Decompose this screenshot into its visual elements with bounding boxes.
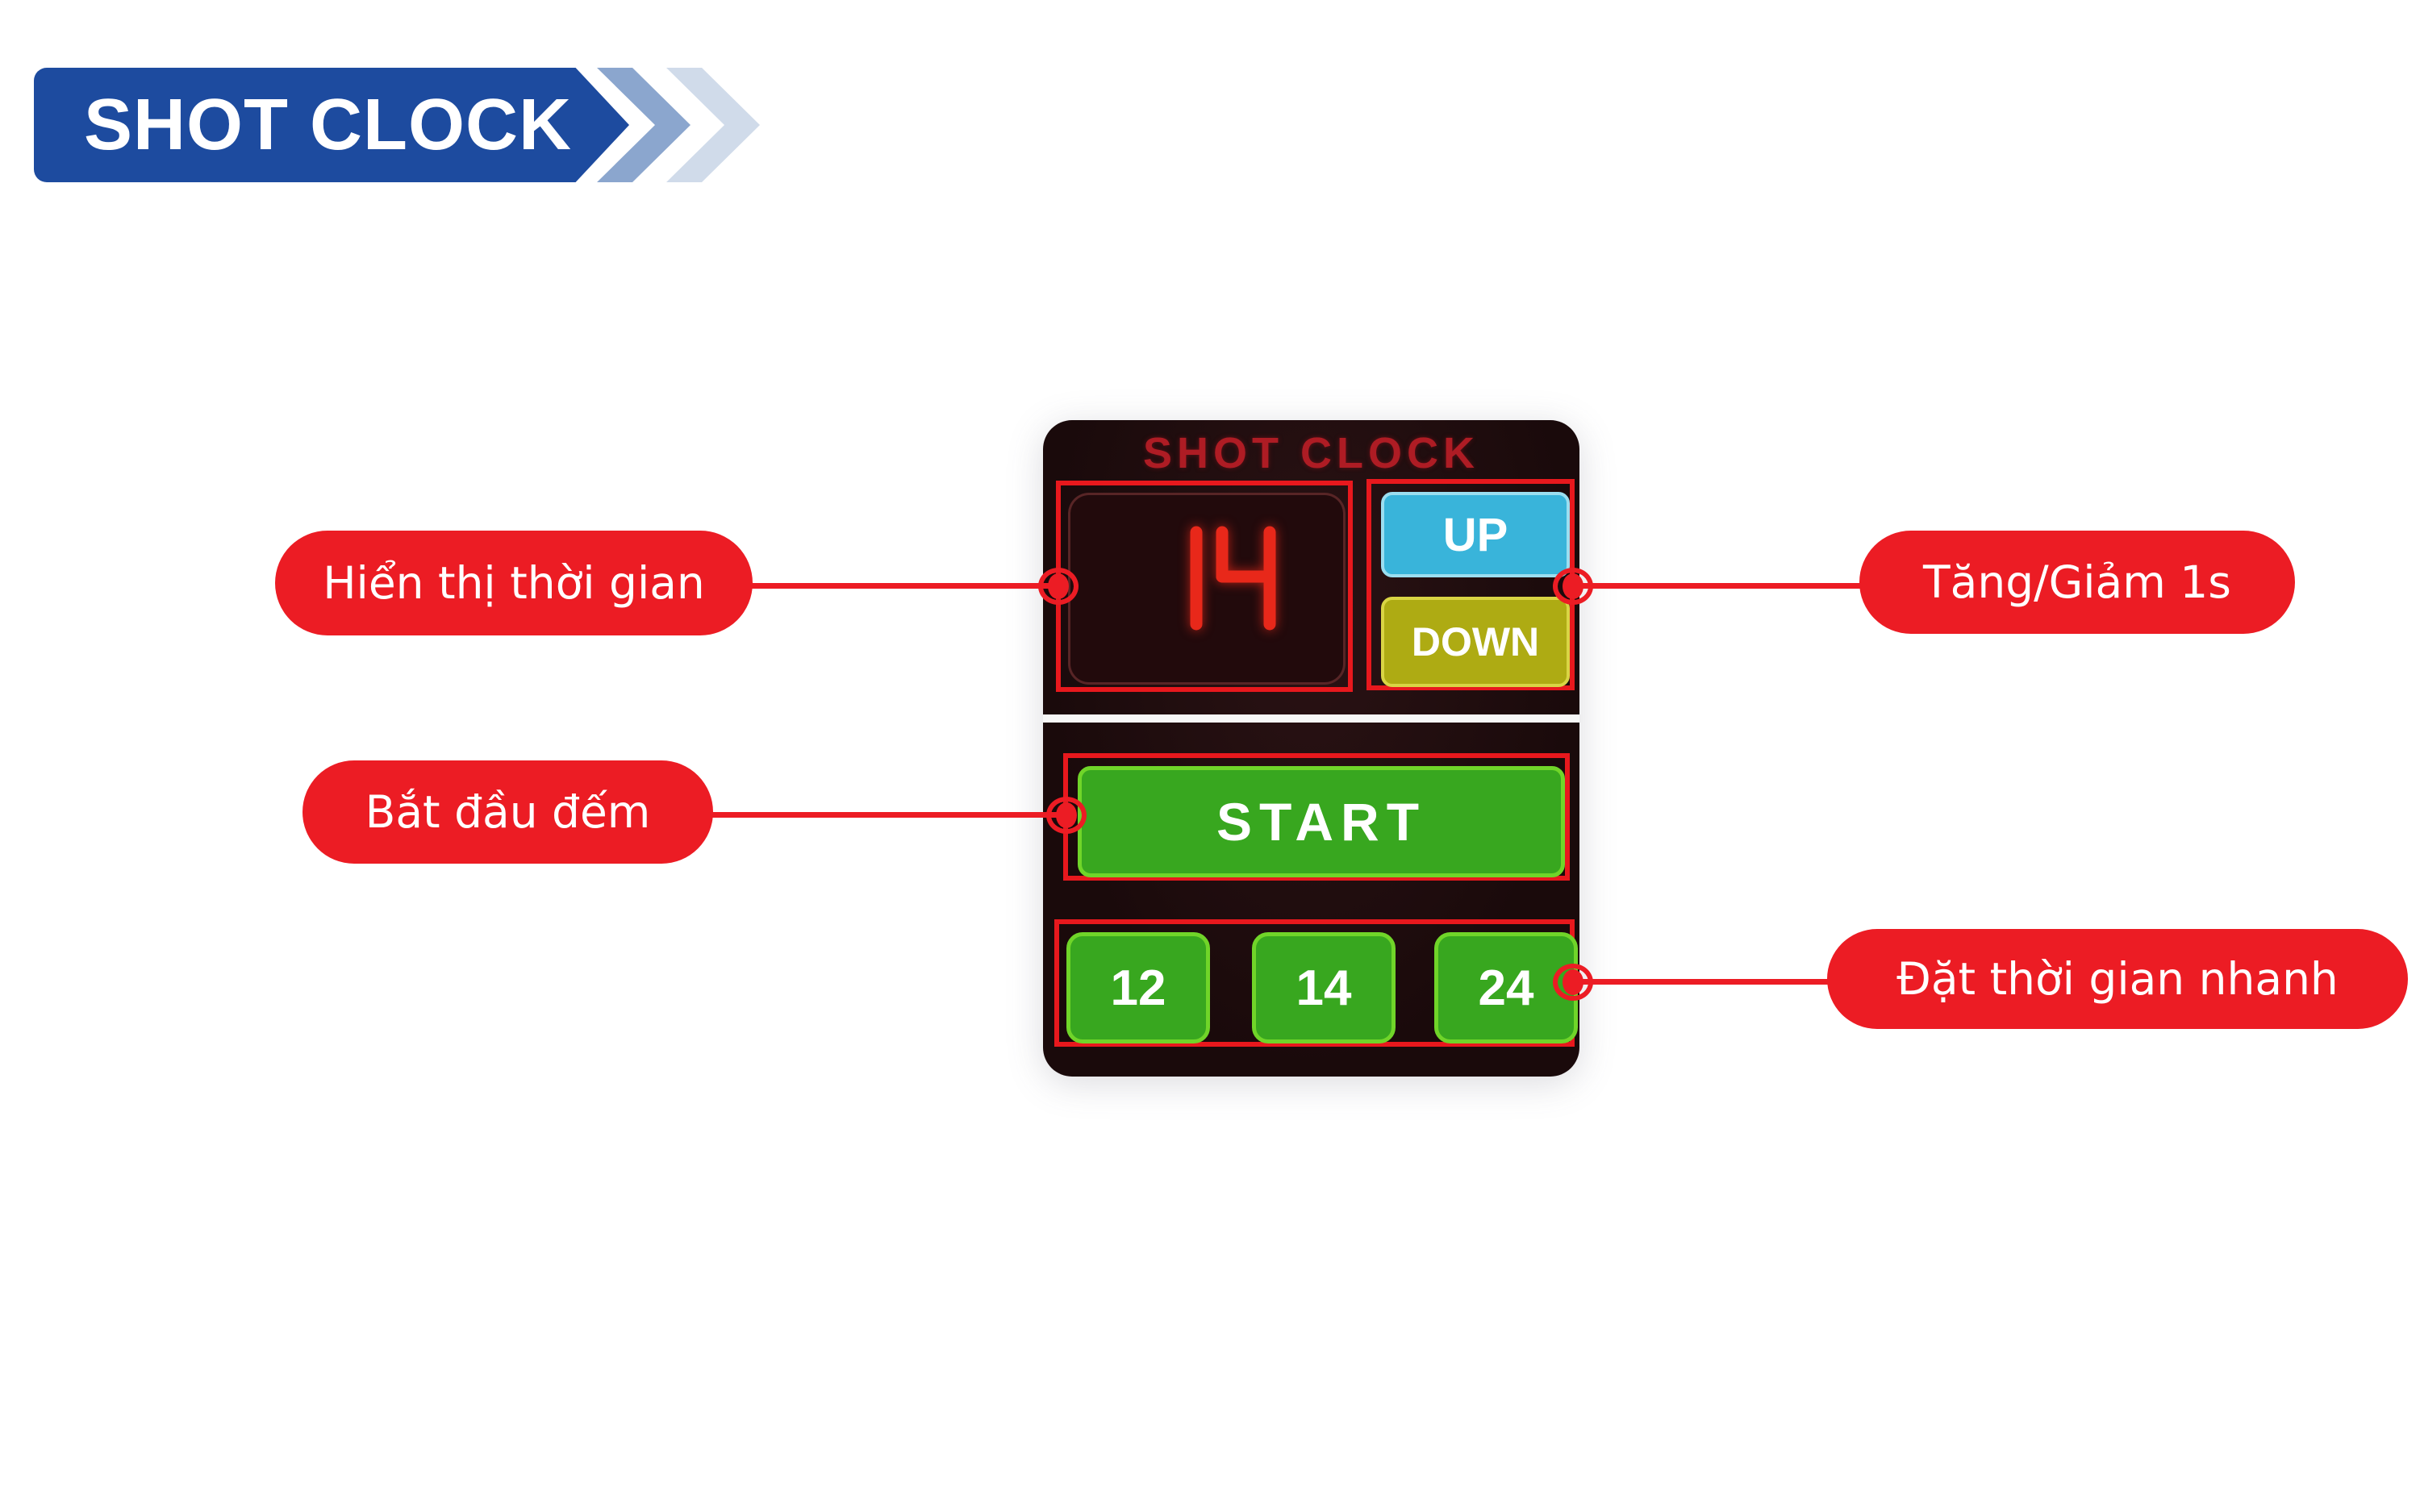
start-button[interactable]: START bbox=[1078, 766, 1565, 877]
connector-dot-presets bbox=[1553, 964, 1593, 1001]
banner-title: SHOT CLOCK bbox=[84, 84, 572, 165]
seven-segment-digits bbox=[1190, 526, 1276, 631]
preset-24-button[interactable]: 24 bbox=[1434, 932, 1578, 1043]
time-display-value: 14 bbox=[1070, 495, 1071, 496]
display-annotation-frame: 14 bbox=[1056, 481, 1353, 692]
connector-dot-inner bbox=[1056, 802, 1077, 828]
callout-presets-label: Đặt thời gian nhanh bbox=[1827, 929, 2408, 1029]
connector-dot-start bbox=[1046, 797, 1087, 834]
callout-display-label: Hiển thị thời gian bbox=[275, 531, 753, 635]
connector-line-start bbox=[700, 812, 1068, 818]
connector-line-updown bbox=[1573, 583, 1865, 589]
section-divider bbox=[1043, 714, 1579, 723]
callout-start-label: Bắt đầu đếm bbox=[302, 760, 713, 864]
preset-14-button[interactable]: 14 bbox=[1252, 932, 1396, 1043]
connector-dot-inner bbox=[1563, 969, 1583, 995]
start-annotation-frame: START bbox=[1063, 753, 1570, 881]
shot-clock-device-panel: SHOT CLOCK 14 UP DOWN bbox=[1043, 420, 1579, 1077]
connector-line-presets bbox=[1573, 979, 1833, 985]
presets-annotation-frame: 12 14 24 bbox=[1054, 919, 1578, 1047]
up-button[interactable]: UP bbox=[1381, 492, 1570, 577]
banner-arrow-shape: SHOT CLOCK bbox=[34, 68, 629, 182]
connector-dot-updown bbox=[1553, 568, 1593, 605]
connector-dot-inner bbox=[1563, 573, 1583, 599]
time-display: 14 bbox=[1068, 493, 1346, 685]
updown-annotation-frame: UP DOWN bbox=[1366, 479, 1575, 690]
double-chevron-icon bbox=[597, 68, 760, 182]
preset-12-button[interactable]: 12 bbox=[1066, 932, 1210, 1043]
connector-dot-display bbox=[1038, 568, 1079, 605]
callout-updown-label: Tăng/Giảm 1s bbox=[1859, 531, 2295, 634]
connector-dot-inner bbox=[1048, 573, 1069, 599]
down-button[interactable]: DOWN bbox=[1381, 597, 1570, 687]
device-title: SHOT CLOCK bbox=[1143, 429, 1479, 477]
connector-line-display bbox=[742, 583, 1062, 589]
